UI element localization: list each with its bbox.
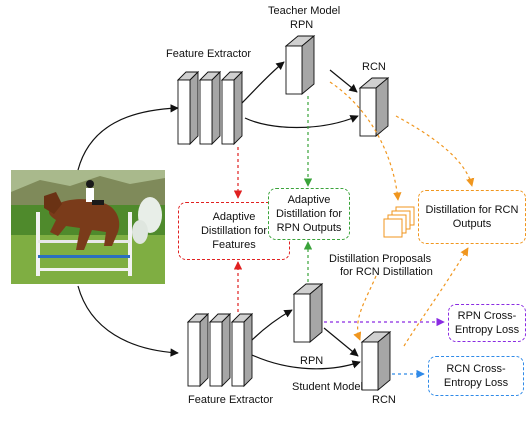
adaptive-rpn-line3: RPN Outputs <box>276 222 342 234</box>
student-rcn-label: RCN <box>372 394 396 406</box>
student-feature-extractor-label: Feature Extractor <box>188 394 273 406</box>
distillation-rcn-outputs-box: Distillation for RCN Outputs <box>418 190 526 244</box>
adaptive-features-line3: Features <box>212 239 256 251</box>
student-fe-to-rcn-arrow <box>251 354 361 370</box>
teacher-model-label: Teacher Model <box>268 5 341 17</box>
student-rcn-to-distill-arrow <box>403 247 469 347</box>
adaptive-features-line2: Distillation for <box>200 225 268 237</box>
teacher-rpn-label: RPN <box>290 19 314 31</box>
distill-rcn-line2: Outputs <box>452 218 492 230</box>
adaptive-distillation-rpn-box: Adaptive Distillation for RPN Outputs <box>268 188 350 240</box>
image-to-student-arrow <box>77 285 179 357</box>
student-model-label: Student Model <box>292 381 363 393</box>
teacher-rcn-block <box>358 77 390 137</box>
teacher-feature-extractor-label: Feature Extractor <box>166 48 251 60</box>
distillation-proposals-label-line2: for RCN Distillation <box>340 266 433 278</box>
teacher-feature-extractor-block <box>176 70 244 146</box>
teacher-rpn-to-proposals-arrow <box>329 81 402 201</box>
proposals-to-student-rcn-arrow <box>353 275 377 341</box>
student-rpn-label: RPN <box>300 355 324 367</box>
rpn-cross-entropy-loss-box: RPN Cross- Entropy Loss <box>448 304 526 342</box>
teacher-rpn-block <box>284 35 316 95</box>
input-image <box>11 170 165 284</box>
adaptive-features-line1: Adaptive <box>212 211 256 223</box>
rcn-loss-line1: RCN Cross- <box>446 363 506 375</box>
teacher-rcn-label: RCN <box>362 61 386 73</box>
student-rcn-block <box>360 331 392 391</box>
teacher-fe-to-rcn-arrow <box>244 115 359 129</box>
rpn-loss-line2: Entropy Loss <box>454 324 520 336</box>
adaptive-rpn-line2: Distillation for <box>275 208 343 220</box>
distill-rcn-line1: Distillation for RCN <box>425 204 519 216</box>
teacher-fe-to-rpn-arrow <box>239 61 285 106</box>
adaptive-rpn-line1: Adaptive <box>287 194 331 206</box>
rcn-cross-entropy-loss-box: RCN Cross- Entropy Loss <box>428 356 524 396</box>
distillation-proposals-icon <box>383 206 415 238</box>
distillation-proposals-label-line1: Distillation Proposals <box>329 253 432 265</box>
student-rpn-block <box>292 283 324 343</box>
rpn-loss-line1: RPN Cross- <box>457 310 517 322</box>
teacher-rcn-to-distill-arrow <box>395 115 475 187</box>
image-to-teacher-arrow <box>77 104 179 171</box>
rcn-loss-line2: Entropy Loss <box>443 377 509 389</box>
student-feature-extractor-block <box>186 312 254 388</box>
student-rpn-to-rcn-arrow <box>323 327 359 357</box>
teacher-rpn-to-rcn-arrow <box>329 69 358 93</box>
student-fe-to-rpn-arrow <box>249 309 293 343</box>
